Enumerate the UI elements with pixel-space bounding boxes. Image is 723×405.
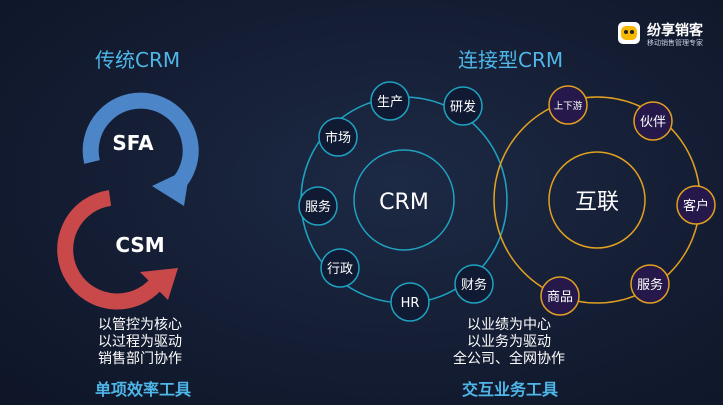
caption-line: 全公司、全网协作 bbox=[453, 351, 565, 367]
brand-tagline: 移动销售管理专家 bbox=[647, 39, 703, 47]
crm-node-rnd: 研发 bbox=[443, 86, 483, 126]
svg-text:客户: 客户 bbox=[683, 198, 709, 214]
svg-text:财务: 财务 bbox=[461, 277, 487, 293]
connected-crm-title: 连接型CRM bbox=[458, 48, 564, 72]
svg-text:上下游: 上下游 bbox=[554, 100, 583, 112]
caption-line: 以过程为驱动 bbox=[98, 334, 182, 350]
traditional-crm-footer: 单项效率工具 bbox=[95, 380, 192, 399]
sfa-label: SFA bbox=[112, 131, 154, 155]
crm-node-production: 生产 bbox=[370, 81, 410, 121]
crm-node-admin: 行政 bbox=[320, 248, 360, 288]
svg-text:商品: 商品 bbox=[547, 290, 573, 305]
connected-crm-caption: 以业绩为中心 以业务为驱动 全公司、全网协作 bbox=[453, 317, 565, 368]
traditional-crm-title: 传统CRM bbox=[95, 48, 181, 72]
crm-center-circle bbox=[353, 149, 455, 251]
hub-node-supply-chain: 上下游 bbox=[548, 85, 588, 125]
svg-text:研发: 研发 bbox=[450, 99, 476, 115]
caption-line: 以管控为核心 bbox=[98, 317, 182, 333]
svg-text:伙伴: 伙伴 bbox=[640, 115, 666, 130]
caption-line: 以业务为驱动 bbox=[467, 334, 551, 350]
hub-center-circle bbox=[548, 151, 646, 249]
hub-node-service: 服务 bbox=[630, 264, 670, 304]
svg-text:生产: 生产 bbox=[377, 95, 403, 110]
hub-center-label: 互联 bbox=[575, 190, 619, 215]
connected-crm-footer: 交互业务工具 bbox=[462, 380, 559, 399]
svg-text:服务: 服务 bbox=[637, 277, 663, 293]
caption-line: 销售部门协作 bbox=[98, 351, 182, 367]
crm-center-label: CRM bbox=[379, 190, 429, 215]
brand-name: 纷享销客 bbox=[647, 23, 703, 39]
brand-logo-icon bbox=[618, 22, 640, 44]
svg-text:服务: 服务 bbox=[305, 199, 331, 215]
crm-node-finance: 财务 bbox=[454, 264, 494, 304]
csm-label: CSM bbox=[115, 233, 164, 257]
crm-node-hr: HR bbox=[390, 282, 430, 322]
hub-node-product: 商品 bbox=[540, 276, 580, 316]
sfa-cycle-arrow bbox=[82, 92, 199, 206]
crm-node-service: 服务 bbox=[298, 186, 338, 226]
caption-line: 以业绩为中心 bbox=[467, 317, 551, 333]
svg-text:行政: 行政 bbox=[327, 262, 353, 277]
traditional-crm-caption: 以管控为核心 以过程为驱动 销售部门协作 bbox=[98, 317, 182, 368]
svg-text:HR: HR bbox=[401, 296, 420, 311]
hub-node-partner: 伙伴 bbox=[633, 101, 673, 141]
crm-node-marketing: 市场 bbox=[318, 117, 358, 157]
hub-node-customer: 客户 bbox=[676, 185, 716, 225]
svg-text:市场: 市场 bbox=[325, 130, 351, 146]
csm-cycle-arrow bbox=[57, 190, 178, 310]
